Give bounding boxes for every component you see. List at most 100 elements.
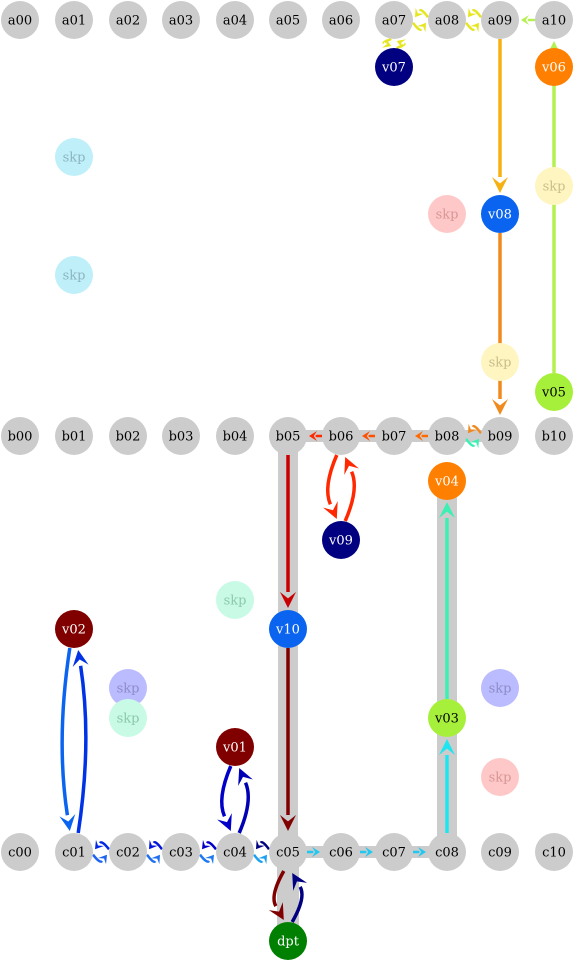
edge-arrowhead (258, 854, 267, 865)
node-circle (269, 1, 307, 39)
node-circle (109, 699, 147, 737)
node-label: a10 (542, 14, 566, 29)
edge-a07-v07 (382, 37, 392, 45)
edge-arrowhead (492, 177, 508, 193)
node-c04: c04 (216, 833, 254, 871)
edge-a09-a08 (471, 9, 483, 19)
node-c02: c02 (109, 833, 147, 871)
node-circle (269, 610, 307, 648)
node-skp10: skp (481, 758, 519, 796)
node-b10: b10 (535, 417, 573, 455)
node-skp8: skp (109, 699, 147, 737)
edge-arrowhead (468, 7, 477, 18)
node-v06: v06 (535, 48, 573, 86)
node-label: skp (543, 180, 566, 195)
edge-arrowhead (292, 873, 308, 891)
node-circle (269, 922, 307, 960)
edge-a08-a09 (464, 21, 476, 31)
node-circle (109, 1, 147, 39)
node-circle (109, 669, 147, 707)
edge-dpt-c05 (290, 886, 304, 923)
node-label: skp (224, 594, 247, 609)
node-label: a07 (382, 14, 406, 29)
node-label: skp (63, 269, 86, 284)
node-label: v02 (61, 623, 86, 638)
node-circle (481, 343, 519, 381)
edge-b09-b08 (471, 425, 483, 435)
node-b03: b03 (162, 417, 200, 455)
node-circle (375, 1, 413, 39)
node-circle (375, 48, 413, 86)
node-label: skp (489, 771, 512, 786)
node-circle (55, 1, 93, 39)
edge-b06-v09 (325, 454, 339, 506)
edge-arrowhead (202, 839, 211, 850)
edge-arrowhead (365, 847, 373, 857)
node-b02: b02 (109, 417, 147, 455)
node-label: v01 (222, 741, 247, 756)
node-skp4: skp (535, 167, 573, 205)
node-circle (216, 417, 254, 455)
node-a07: a07 (375, 1, 413, 39)
edge-arrowhead (280, 592, 296, 608)
node-skp2: skp (55, 256, 93, 294)
node-skp6: skp (216, 581, 254, 619)
node-label: a08 (435, 14, 459, 29)
node-label: c07 (382, 846, 406, 861)
edge-arrowhead (470, 22, 479, 33)
node-circle (535, 48, 573, 86)
node-circle (428, 417, 466, 455)
node-circle (375, 833, 413, 871)
node-skp3: skp (428, 195, 466, 233)
edge-c02-c01 (98, 841, 110, 851)
node-label: c02 (116, 846, 140, 861)
node-label: c04 (223, 846, 247, 861)
node-b00: b00 (1, 417, 39, 455)
edge-c04-v01 (237, 782, 250, 834)
edge-b08-b09 (464, 437, 476, 447)
edge-a07-a08 (411, 21, 423, 31)
node-label: v06 (541, 61, 566, 76)
node-label: b06 (329, 430, 354, 445)
node-a10: a10 (535, 1, 573, 39)
node-c07: c07 (375, 833, 413, 871)
edge-c01-v02 (76, 665, 88, 834)
node-circle (216, 581, 254, 619)
node-circle (428, 462, 466, 500)
node-circle (162, 833, 200, 871)
node-circle (535, 373, 573, 411)
node-circle (322, 521, 360, 559)
node-circle (216, 1, 254, 39)
node-b09: b09 (481, 417, 519, 455)
edge-arrowhead (98, 854, 107, 865)
edge-c05-dpt (272, 870, 286, 907)
node-circle (322, 833, 360, 871)
node-circle (55, 256, 93, 294)
node-circle (481, 195, 519, 233)
node-circle (216, 833, 254, 871)
edge-arrowhead (418, 847, 426, 857)
edge-arrowhead (468, 423, 477, 434)
edge-arrowhead (415, 7, 424, 18)
node-circle (55, 138, 93, 176)
node-label: b08 (435, 430, 460, 445)
node-circle (269, 833, 307, 871)
node-label: skp (489, 356, 512, 371)
node-label: c05 (276, 846, 300, 861)
node-circle (322, 1, 360, 39)
node-label: a09 (488, 14, 512, 29)
node-label: b01 (62, 430, 87, 445)
node-a01: a01 (55, 1, 93, 39)
node-circle (481, 1, 519, 39)
node-label: c10 (542, 846, 566, 861)
edge-c03-c04 (199, 853, 211, 863)
node-c01: c01 (55, 833, 93, 871)
edge-arrowhead (396, 39, 406, 49)
node-circle (428, 195, 466, 233)
node-circle (481, 758, 519, 796)
node-v05: v05 (535, 373, 573, 411)
node-circle (1, 833, 39, 871)
node-circle (1, 1, 39, 39)
